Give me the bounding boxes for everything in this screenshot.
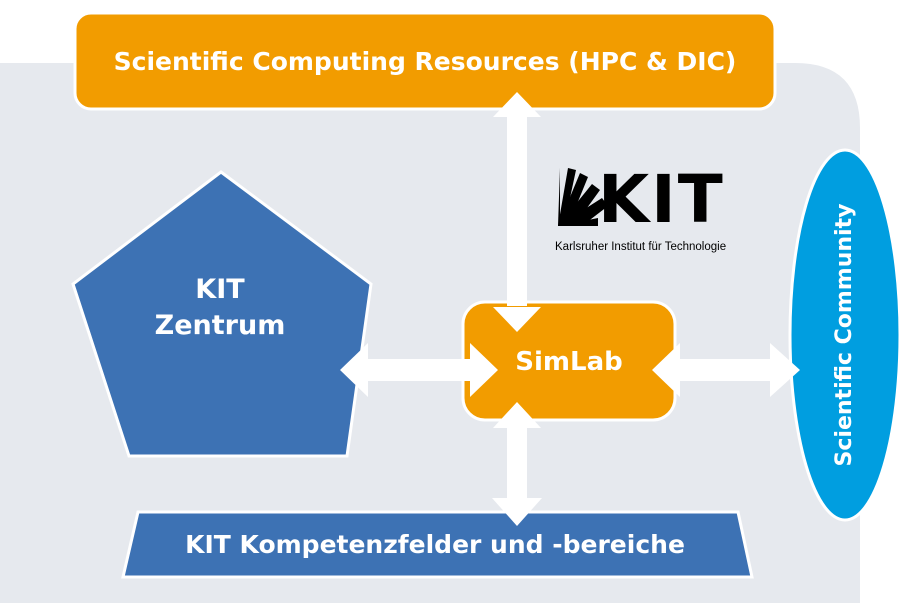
simlab-label: SimLab: [515, 347, 623, 377]
kit-logo-tagline: Karlsruher Institut für Technologie: [555, 241, 727, 253]
arrow-simlab-resources: [493, 92, 541, 332]
arrow-simlab-competence: [492, 402, 542, 526]
zentrum-label-line1: KIT: [195, 274, 245, 305]
arrow-zentrum-simlab: [340, 343, 498, 397]
zentrum-pentagon: [71, 170, 373, 458]
resources-label: Scientific Computing Resources (HPC & DI…: [113, 47, 737, 76]
kit-logo-emblem: [558, 168, 608, 226]
competence-trapezoid: [121, 510, 754, 579]
community-ellipse: [788, 148, 902, 522]
competence-label: KIT Kompetenzfelder und -bereiche: [185, 530, 685, 559]
kit-logo-wordmark: KIT: [598, 161, 725, 238]
resources-box: [73, 11, 777, 111]
community-label: Scientific Community: [832, 203, 857, 467]
zentrum-label-line2: Zentrum: [154, 310, 286, 341]
arrow-simlab-community: [652, 343, 800, 397]
zentrum-label: KIT Zentrum: [105, 272, 335, 344]
